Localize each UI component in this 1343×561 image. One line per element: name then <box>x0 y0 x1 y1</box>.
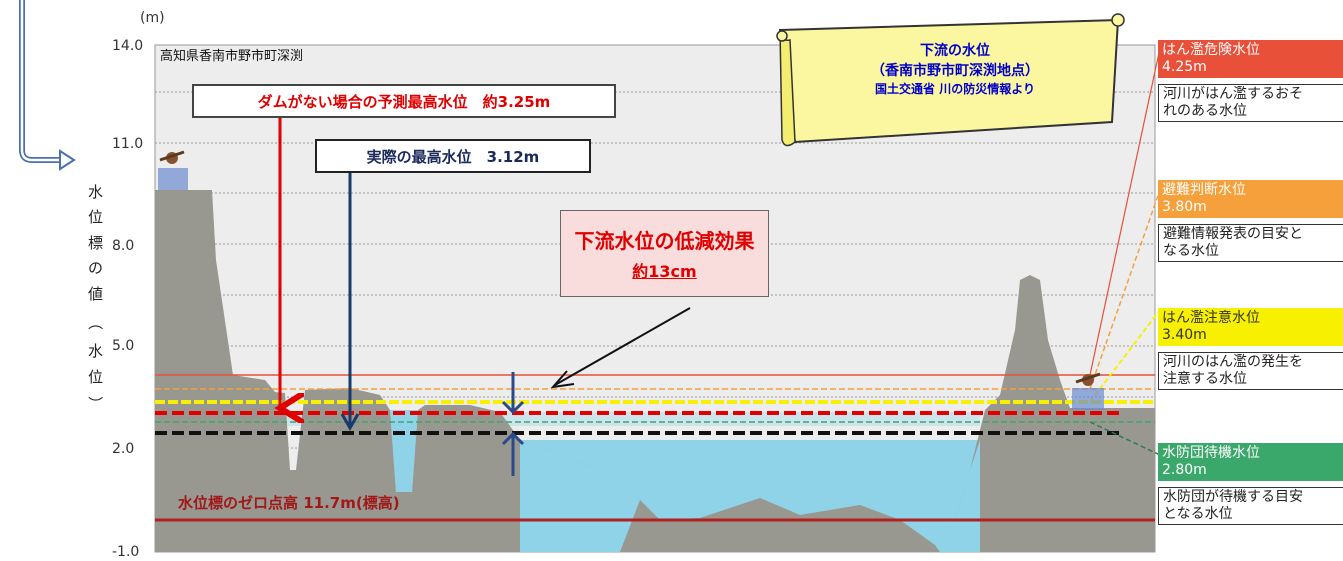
effect-value: 約13cm <box>632 262 697 281</box>
y-unit: (m) <box>140 10 165 26</box>
scroll-note <box>776 13 1125 147</box>
location-label: 高知県香南市野市町深渕 <box>160 48 303 64</box>
y-tick-2: 2.0 <box>112 441 134 457</box>
scroll-line-1: 下流の水位 <box>920 43 990 59</box>
y-label-2: 標 <box>88 234 103 252</box>
effect-arrow <box>554 307 691 386</box>
legend-evac-value: 3.80m <box>1162 199 1207 215</box>
legend-caution-value: 3.40m <box>1162 327 1207 343</box>
legend-standby-name: 水防団待機水位 <box>1162 445 1260 461</box>
y-label-1: 位 <box>88 208 103 226</box>
effect-box: 下流水位の低減効果 約13cm <box>560 210 769 297</box>
reduction-marker-bottom <box>501 431 525 476</box>
terrain <box>155 190 1155 552</box>
legend-standby-head: 水防団待機水位 2.80m <box>1158 443 1343 481</box>
legend-evac-name: 避難判断水位 <box>1162 182 1246 198</box>
legend-danger-value: 4.25m <box>1162 59 1207 75</box>
scroll-line-2: （香南市野市町深渕地点） <box>871 63 1039 79</box>
actual-label-box: 実際の最高水位 3.12m <box>315 139 591 173</box>
legend-danger-head: はん濫危険水位 4.25m <box>1158 40 1343 78</box>
effect-title: 下流水位の低減効果 <box>574 229 755 253</box>
legend-standby-value: 2.80m <box>1162 462 1207 478</box>
legend-caution-name: はん濫注意水位 <box>1162 310 1260 326</box>
y-label-3: の <box>88 259 103 277</box>
actual-label: 実際の最高水位 3.12m <box>366 147 540 166</box>
y-label-7: 位 <box>88 368 103 386</box>
flow-arrow-icon <box>19 0 62 163</box>
y-label-8: ） <box>86 396 104 411</box>
y-tick-11: 11.0 <box>112 136 143 152</box>
y-label-6: 水 <box>88 342 103 360</box>
y-tick-5: 5.0 <box>112 338 134 354</box>
legend-danger-desc: 河川がはん濫するおそ れのある水位 <box>1158 84 1343 122</box>
y-tick-neg1: -1.0 <box>112 544 139 557</box>
no-dam-label: ダムがない場合の予測最高水位 約3.25m <box>257 92 551 111</box>
legend-evac-desc: 避難情報発表の目安と なる水位 <box>1158 224 1343 262</box>
y-label-4: 値 <box>88 285 103 303</box>
legend-standby-desc: 水防団が待機する目安 となる水位 <box>1158 487 1343 525</box>
no-dam-label-box: ダムがない場合の予測最高水位 約3.25m <box>192 84 616 118</box>
scroll-text: 下流の水位 （香南市野市町深渕地点） 国土交通省 川の防災情報より <box>790 40 1120 97</box>
scroll-line-3: 国土交通省 川の防災情報より <box>875 82 1035 96</box>
y-label-0: 水 <box>88 183 103 201</box>
y-label-5: （ <box>86 315 104 330</box>
legend-caution-head: はん濫注意水位 3.40m <box>1158 308 1343 346</box>
gauge-figure-left <box>158 150 188 190</box>
legend-evac-head: 避難判断水位 3.80m <box>1158 180 1343 218</box>
legend-danger-name: はん濫危険水位 <box>1162 42 1260 58</box>
water-channel-mid <box>390 410 418 492</box>
reduction-marker-top <box>501 372 525 415</box>
y-tick-14: 14.0 <box>112 38 143 54</box>
y-tick-8: 8.0 <box>112 238 134 254</box>
legend-caution-desc: 河川のはん濫の発生を 注意する水位 <box>1158 352 1343 390</box>
gauge-figure-right <box>1072 372 1104 410</box>
zero-point-label: 水位標のゼロ点高 11.7m(標高) <box>178 494 400 512</box>
river-water <box>520 440 980 545</box>
